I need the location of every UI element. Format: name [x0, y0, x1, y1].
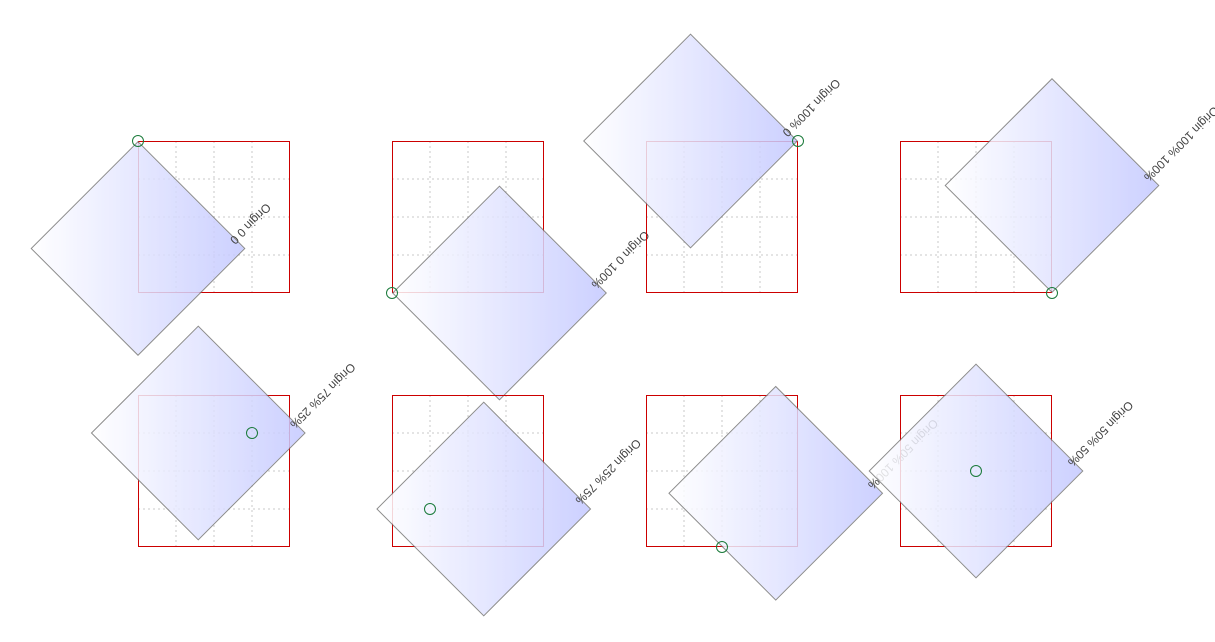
origin-marker-icon	[386, 287, 398, 299]
box-label: Origin 100% 0	[779, 75, 844, 140]
origin-marker-icon	[132, 135, 144, 147]
box-label: Origin 25% 75%	[572, 436, 645, 508]
origin-marker-icon	[792, 135, 804, 147]
box-label: Origin 0 100%	[588, 227, 653, 292]
demo-origin-100-100: Origin 100% 100%	[900, 78, 1215, 299]
origin-marker-icon	[246, 427, 258, 439]
origin-marker-icon	[424, 503, 436, 515]
demo-origin-50-100: Origin 50% 100%	[646, 385, 941, 601]
demo-origin-25-75: Origin 25% 75%	[376, 395, 644, 617]
box-label: Origin 100% 100%	[1141, 103, 1215, 185]
box-label: Origin 75% 25%	[287, 360, 359, 432]
demo-origin-0-0: Origin 0 0	[30, 135, 290, 356]
box-label: Origin 50% 50%	[1065, 398, 1137, 470]
demo-origin-100-0: Origin 100% 0	[583, 33, 843, 293]
origin-marker-icon	[970, 465, 982, 477]
demo-origin-0-100: Origin 0 100%	[386, 141, 652, 401]
demo-origin-50-50: Origin 50% 50%	[868, 363, 1136, 579]
origin-marker-icon	[716, 541, 728, 553]
origin-marker-icon	[1046, 287, 1058, 299]
demo-origin-75-25: Origin 75% 25%	[90, 325, 359, 547]
